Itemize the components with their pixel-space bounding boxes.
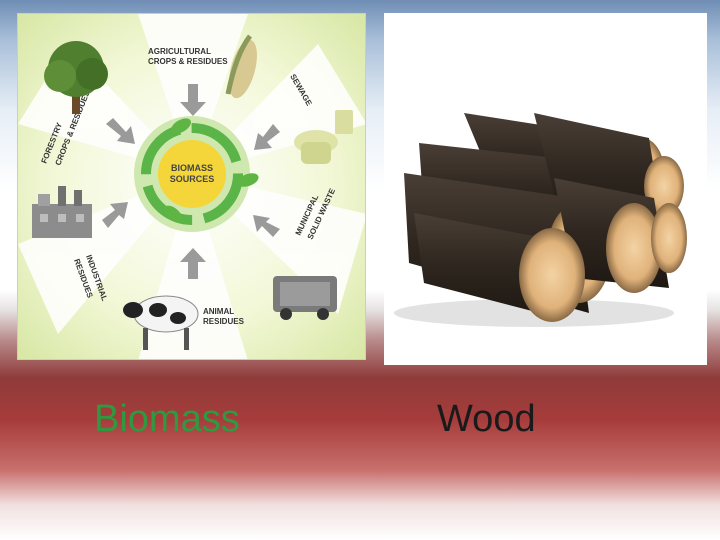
garbage-truck-icon <box>273 276 337 320</box>
diagram-svg: BIOMASS SOURCES AGRICULTURAL CROPS & RES… <box>18 14 366 360</box>
caption-biomass: Biomass <box>94 398 240 441</box>
agricultural-label-2: CROPS & RESIDUES <box>148 57 228 66</box>
center-label-1: BIOMASS <box>171 163 213 173</box>
animal-label-2: RESIDUES <box>203 317 245 326</box>
animal-label-1: ANIMAL <box>203 307 234 316</box>
factory-icon <box>32 186 92 238</box>
logs-svg <box>384 13 707 365</box>
center-label-2: SOURCES <box>170 174 215 184</box>
log-mid-3 <box>651 203 687 273</box>
wood-logs-image <box>384 13 707 365</box>
caption-wood: Wood <box>437 398 536 441</box>
agricultural-label-1: AGRICULTURAL <box>148 47 211 56</box>
biomass-sources-diagram: BIOMASS SOURCES AGRICULTURAL CROPS & RES… <box>17 13 366 360</box>
